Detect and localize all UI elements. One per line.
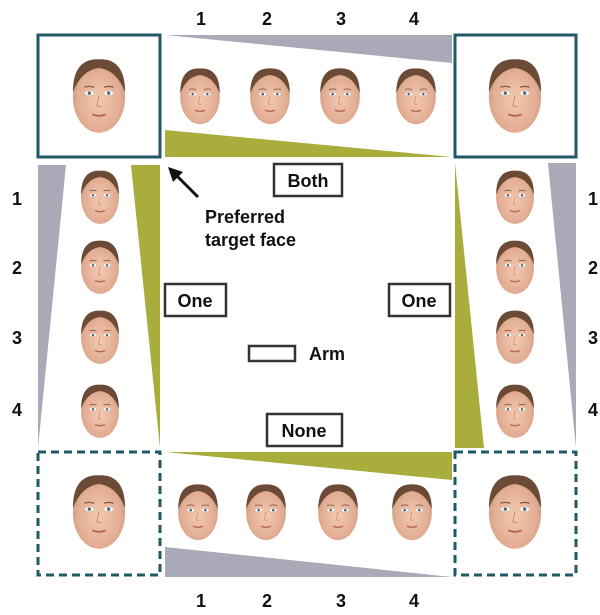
top-number-1: 1 <box>196 9 206 29</box>
one-right-label: One <box>401 291 436 311</box>
face-icon <box>71 58 127 134</box>
both-box <box>272 162 344 198</box>
face-icon <box>487 58 543 134</box>
arm-swatch <box>247 344 297 363</box>
corner-frame-bottom-left <box>36 450 162 577</box>
right-number-1: 1 <box>588 189 598 209</box>
left-number-1: 1 <box>12 189 22 209</box>
preferred-label-line1: Preferred <box>205 207 285 227</box>
right-number-4: 4 <box>588 400 598 420</box>
top-number-4: 4 <box>409 9 419 29</box>
corner-frame-bottom-right <box>453 450 578 577</box>
face-icon <box>179 67 221 125</box>
bottom-number-4: 4 <box>409 591 419 611</box>
one-right-box <box>387 282 452 318</box>
olive-wedge-left <box>131 165 160 448</box>
top-number-2: 2 <box>262 9 272 29</box>
top-number-3: 3 <box>336 9 346 29</box>
face-icon <box>80 309 120 365</box>
right-number-2: 2 <box>588 258 598 278</box>
face-icon <box>80 383 120 439</box>
none-label: None <box>282 421 327 441</box>
olive-wedge-bottom <box>165 452 452 480</box>
none-box <box>265 412 344 448</box>
face-icon <box>495 309 535 365</box>
corner-frame-top-left <box>36 33 162 159</box>
bottom-number-2: 2 <box>262 591 272 611</box>
face-icon <box>495 169 535 225</box>
left-number-2: 2 <box>12 258 22 278</box>
face-icon <box>177 483 219 541</box>
face-icon <box>317 483 359 541</box>
face-icon <box>495 239 535 295</box>
face-icon <box>391 483 433 541</box>
corner-frame-top-right <box>453 33 578 159</box>
gray-wedge-left <box>38 165 66 448</box>
one-left-label: One <box>177 291 212 311</box>
both-label: Both <box>288 171 329 191</box>
preferred-label-line2: target face <box>205 230 296 250</box>
one-left-box <box>163 282 228 318</box>
face-icon <box>395 67 437 125</box>
gray-wedge-bottom <box>165 547 452 577</box>
face-icon <box>80 169 120 225</box>
face-icon <box>80 239 120 295</box>
right-number-3: 3 <box>588 328 598 348</box>
face-icon <box>249 67 291 125</box>
olive-wedge-top <box>165 130 452 157</box>
bottom-number-3: 3 <box>336 591 346 611</box>
face-icon <box>319 67 361 125</box>
arm-label: Arm <box>309 344 345 364</box>
olive-wedge-right <box>455 163 484 448</box>
face-icon <box>487 474 543 550</box>
gray-wedge-right <box>548 163 576 448</box>
bottom-number-1: 1 <box>196 591 206 611</box>
arrow-icon <box>168 167 200 199</box>
left-number-3: 3 <box>12 328 22 348</box>
gray-wedge-top <box>165 35 452 63</box>
face-icon <box>71 474 127 550</box>
left-number-4: 4 <box>12 400 22 420</box>
face-icon <box>495 383 535 439</box>
face-icon <box>245 483 287 541</box>
